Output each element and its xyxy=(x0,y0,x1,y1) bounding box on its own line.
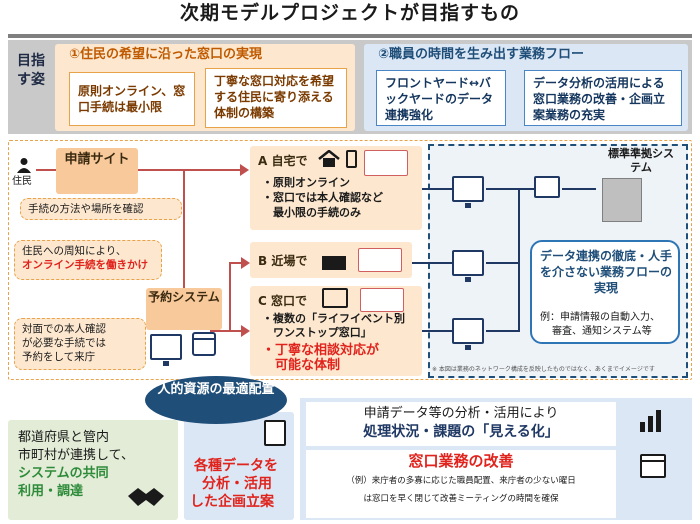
resident-arrow xyxy=(36,169,56,171)
route-arrow-c-head xyxy=(241,325,250,337)
gear-icon xyxy=(534,176,560,198)
backyard-monitor-b-icon xyxy=(452,250,484,282)
face-note-line-3: 予約をして来庁 xyxy=(22,351,96,364)
backyard-vertical-line xyxy=(518,188,520,332)
document-search-icon xyxy=(264,420,286,446)
chart-icon xyxy=(638,408,668,434)
handshake-icon xyxy=(126,480,166,510)
notice-note: 住民への周知により、 オンライン手続を働きかけ xyxy=(14,240,162,280)
reservation-box: 予約システム xyxy=(146,288,222,330)
improvement-box: 窓口業務の改善 （例）来庁者の多寡に応じた職員配置、来庁者の少ない曜日 は窓口を… xyxy=(306,450,616,518)
notice-note-red: オンライン手続を働きかけ xyxy=(22,259,148,272)
schedule-icon xyxy=(640,454,666,478)
route-arrow-b xyxy=(229,262,243,264)
analysis-line-1: 申請データ等の分析・活用により xyxy=(363,406,559,421)
apply-site-box: 申請サイト xyxy=(56,148,138,194)
a-to-gear-line xyxy=(486,188,534,190)
vision-resident-box-2: 丁寧な窓口対応を希望する住民に寄り添える体制の構築 xyxy=(205,68,347,128)
route-b-title: B 近場で xyxy=(258,254,308,268)
vision-resident-panel: ①住民の希望に沿った窓口の実現 原則オンライン、窓口手続は最小限 丁寧な窓口対応… xyxy=(55,44,355,131)
vision-staff-title: ②職員の時間を生み出す業務フロー xyxy=(378,47,585,62)
process-diagram xyxy=(8,140,692,380)
a-link-line xyxy=(422,188,452,190)
resident-label: 住民 xyxy=(12,176,32,187)
route-arrow-a xyxy=(138,169,242,171)
c-forward-line xyxy=(486,330,520,332)
route-c-item-2: ワンストップ窓口」 xyxy=(262,326,372,339)
page-title: 次期モデルプロジェクトが目指すもの xyxy=(179,2,520,24)
improvement-title: 窓口業務の改善 xyxy=(408,452,514,470)
resource-allocation-oval: 人的資源の最適配置 xyxy=(145,376,287,424)
b-link-line xyxy=(412,262,452,264)
route-c-red-1: ・丁寧な相談対応が xyxy=(262,343,380,358)
analysis-box: 申請データ等の分析・活用により 処理状況・課題の「見える化」 xyxy=(306,402,616,446)
vision-resident-title: ①住民の希望に沿った窓口の実現 xyxy=(69,47,263,62)
c-link-line xyxy=(422,330,452,332)
vision-staff-panel: ②職員の時間を生み出す業務フロー フロントヤード↔バックヤードのデータ連携強化 … xyxy=(364,44,688,131)
planning-red-2: 分析・活用 xyxy=(202,476,272,492)
gear-to-server-line xyxy=(562,188,596,190)
notice-note-text: 住民への周知により、 xyxy=(22,245,127,257)
id-card-icon-b xyxy=(358,248,402,272)
face-to-face-note: 対面での本人確認 が必要な手続では 予約をして来庁 xyxy=(14,318,146,370)
vision-staff-box-2: データ分析の活用による窓口業務の改善・企画立案業務の充実 xyxy=(524,70,682,126)
route-c-title: C 窓口で xyxy=(258,294,307,308)
network-note: ※ 本図は業務のネットワーク構成を反映したものではなく、あくまでイメージです xyxy=(432,366,655,373)
planning-red-3: した企画立案 xyxy=(190,494,274,510)
route-a-item-1: ・原則オンライン xyxy=(262,176,350,189)
prefecture-collab-panel: 都道府県と管内 市町村が連携して、 システムの共同 利用・調達 xyxy=(8,420,178,520)
improvement-example-2: は窓口を早く閉じて改善ミーティングの時間を確保 xyxy=(363,494,559,504)
face-note-line-2: が必要な手続では xyxy=(22,337,106,350)
route-arrow-b-head xyxy=(241,257,250,269)
title-divider xyxy=(8,34,692,38)
standard-system-label: 標準準拠システム xyxy=(608,147,674,174)
route-c-red-2: 可能な体制 xyxy=(262,358,341,373)
backyard-monitor-c-icon xyxy=(452,318,484,350)
resident-icon xyxy=(16,157,32,173)
collab-line-2: 市町村が連携して、 xyxy=(18,448,134,463)
b-forward-line xyxy=(486,262,520,264)
route-a-item-2: ・窓口では本人確認など xyxy=(262,191,383,204)
face-note-line-1: 対面での本人確認 xyxy=(22,323,106,335)
route-c-item-1: ・複数の「ライフイベント別 xyxy=(262,312,405,325)
vision-label: 目指す姿 xyxy=(17,53,45,88)
home-icon xyxy=(318,149,340,168)
store-icon xyxy=(322,256,346,270)
route-a-item-3: 最小限の手続のみ xyxy=(262,206,361,219)
collab-green-1: システムの共同 xyxy=(18,466,109,481)
improvement-example-1: （例）来庁者の多寡に応じた職員配置、来庁者の少ない曜日 xyxy=(346,476,576,486)
server-icon xyxy=(602,178,642,222)
route-arrow-bc-stem xyxy=(229,262,231,332)
route-arrow-c xyxy=(210,330,243,332)
data-planning-panel: 各種データを 分析・活用 した企画立案 xyxy=(184,412,294,520)
smartphone-icon xyxy=(346,150,357,168)
backyard-monitor-a-icon xyxy=(452,176,484,208)
data-link-example-2: 審査、通知システム等 xyxy=(552,326,652,337)
reservation-monitor-icon xyxy=(150,334,182,366)
planning-red-1: 各種データを xyxy=(194,458,278,474)
route-arrow-down xyxy=(183,170,185,290)
id-card-icon-c xyxy=(360,288,404,312)
analysis-line-2: 処理状況・課題の「見える化」 xyxy=(363,424,559,440)
collab-green-2: 利用・調達 xyxy=(18,484,84,499)
counter-icon xyxy=(322,288,348,308)
route-a-title: A 自宅で xyxy=(258,154,308,168)
collab-line-1: 都道府県と管内 xyxy=(18,430,110,445)
data-link-title: データ連携の徹底・人手を介さない業務フローの実現 xyxy=(539,249,672,296)
data-link-example-1: 例：申請情報の自動入力、 xyxy=(540,312,660,323)
calendar-icon xyxy=(192,332,216,356)
data-link-box: データ連携の徹底・人手を介さない業務フローの実現 例：申請情報の自動入力、 審査… xyxy=(530,240,680,344)
id-card-icon xyxy=(364,150,408,176)
analysis-panel: 申請データ等の分析・活用により 処理状況・課題の「見える化」 窓口業務の改善 （… xyxy=(300,398,692,520)
vision-staff-box-1: フロントヤード↔バックヤードのデータ連携強化 xyxy=(376,70,506,126)
method-note: 手続の方法や場所を確認 xyxy=(20,198,182,220)
vision-resident-box-1: 原則オンライン、窓口手続は最小限 xyxy=(69,72,195,126)
route-arrow-a-head xyxy=(240,164,249,176)
